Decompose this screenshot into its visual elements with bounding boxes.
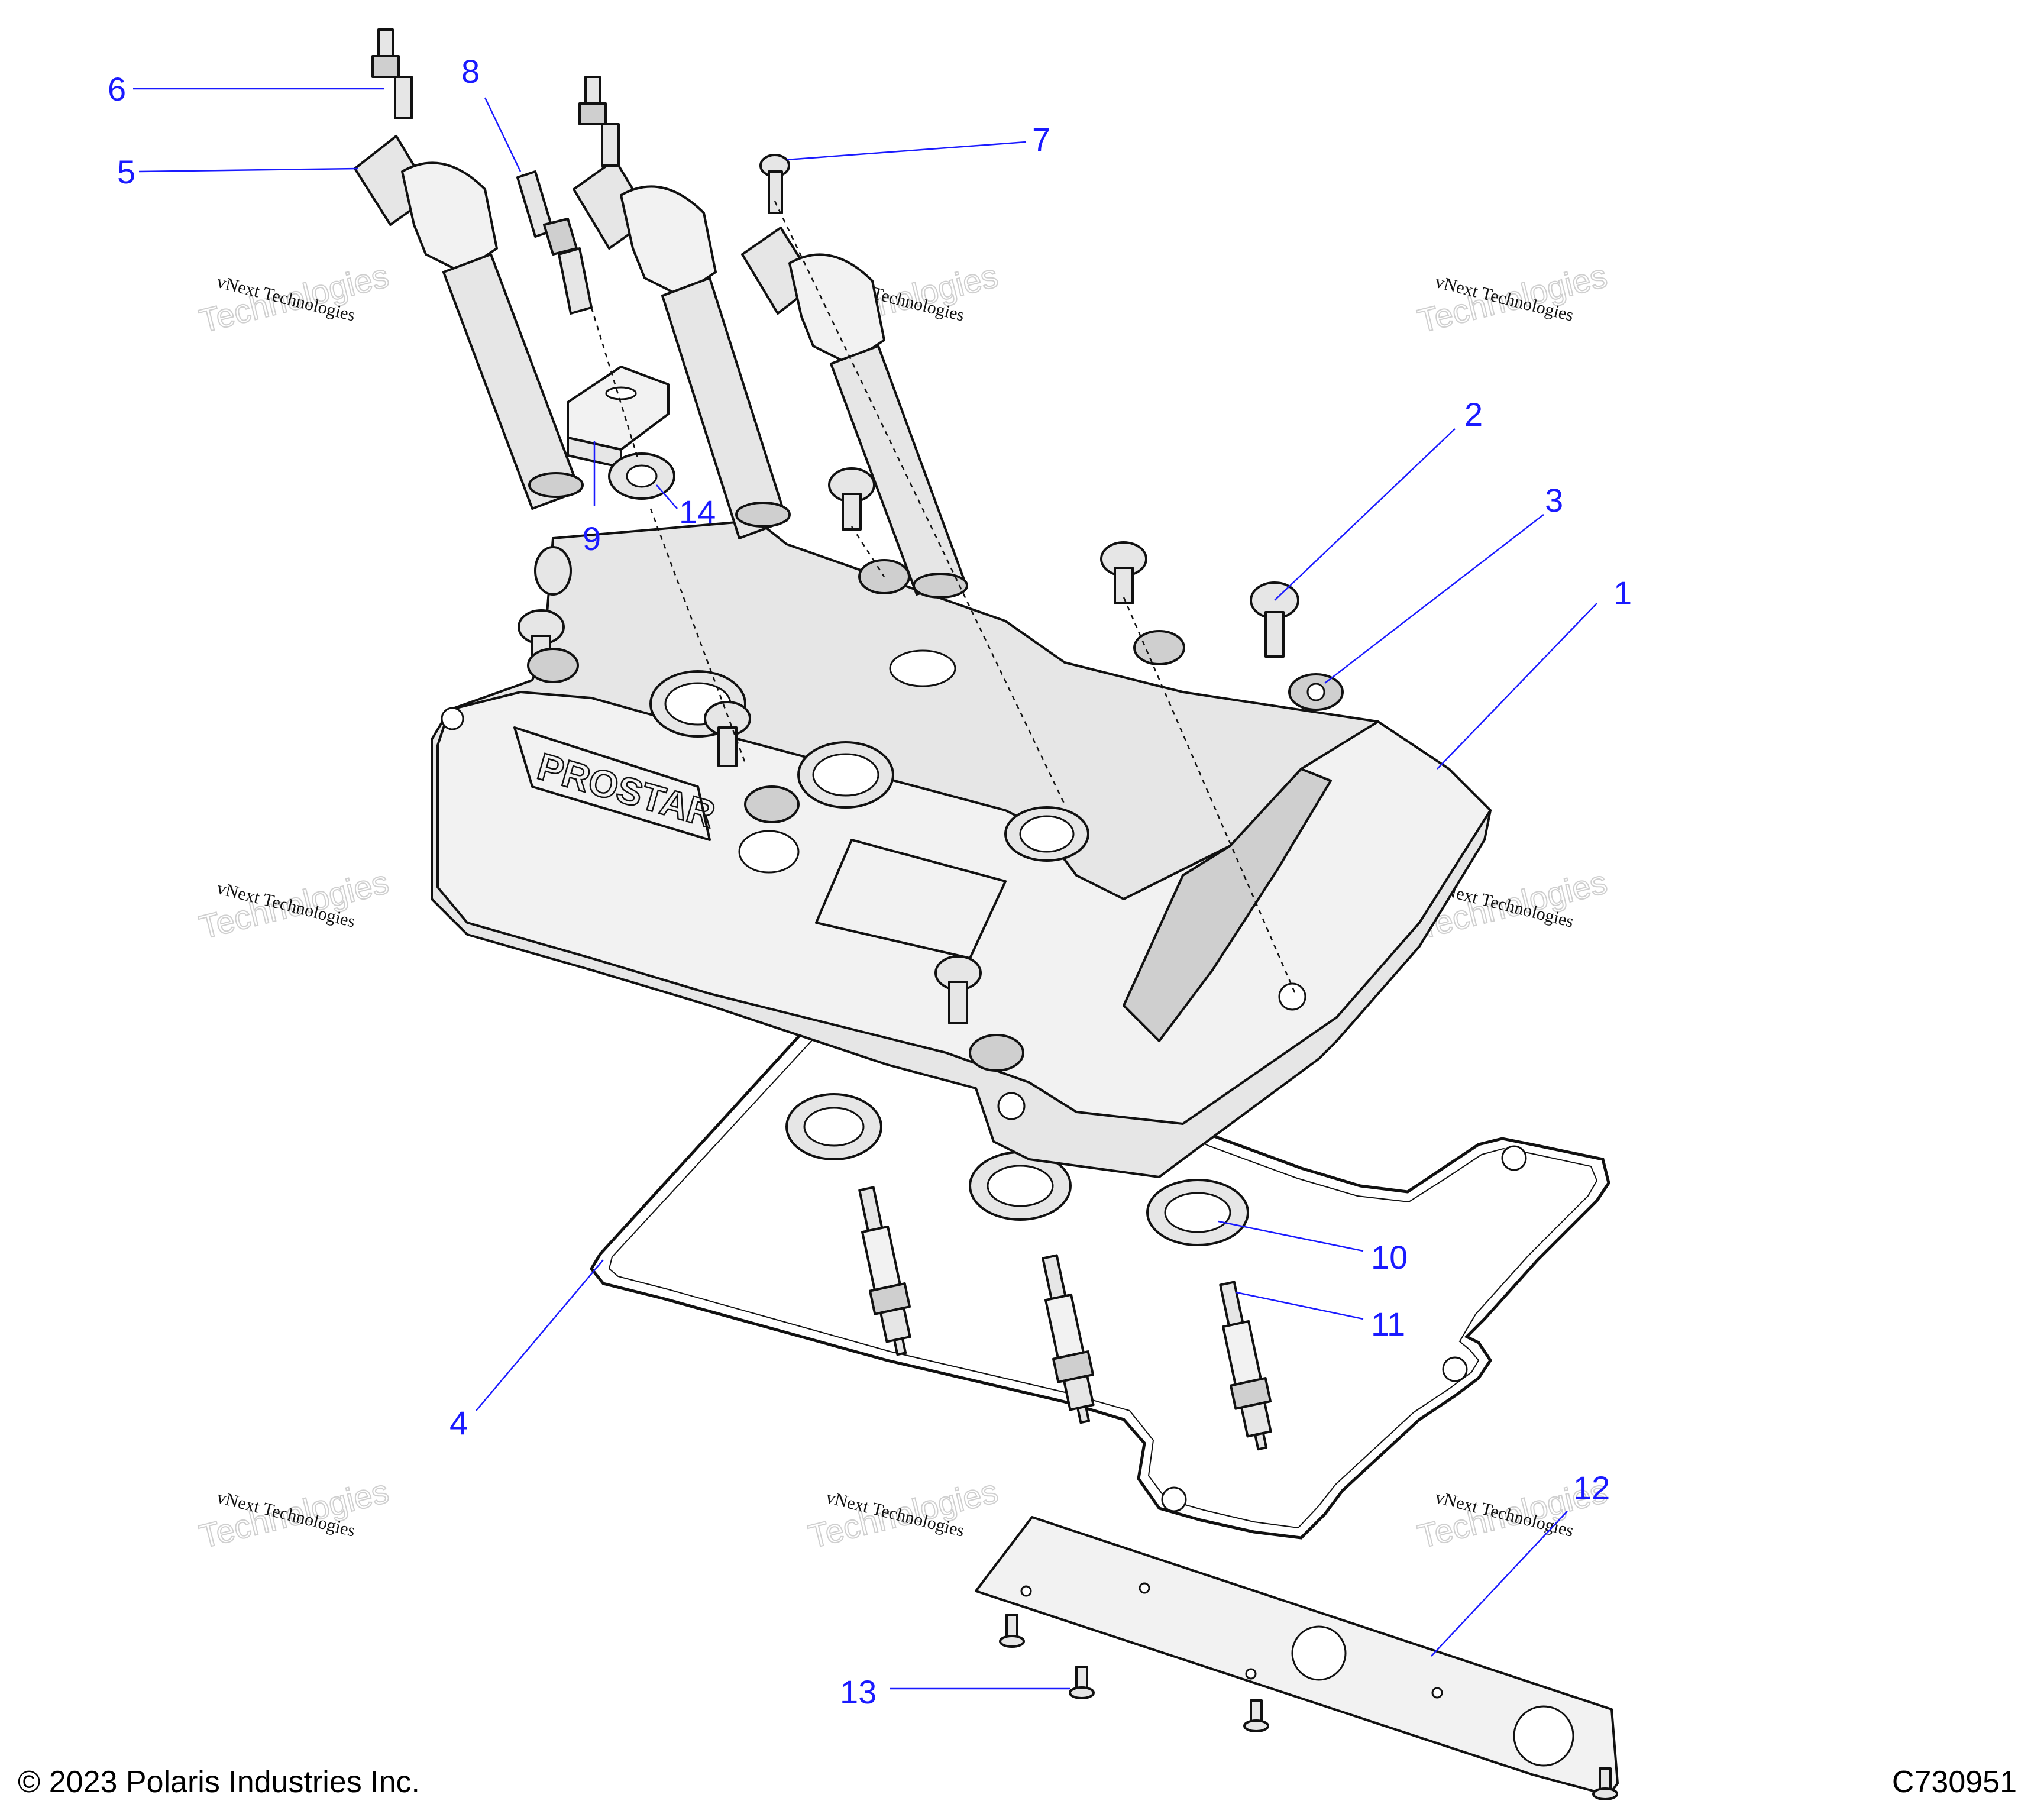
plate-screw-head (1069, 1686, 1095, 1699)
cover-bolt-assembly (934, 955, 1024, 1072)
coil-bolts (371, 28, 620, 167)
cover-logo-plate (513, 726, 711, 841)
plate-hole (1431, 1687, 1443, 1699)
leader-7 (786, 141, 1027, 161)
watermark: Technologies vNext Technologies (1414, 256, 1611, 340)
callout-label-9: 9 (583, 520, 601, 557)
cover-oil-port (738, 830, 800, 874)
cover-bolt-assembly (828, 467, 910, 594)
plug-tube-seal (1146, 1179, 1249, 1246)
leader-10 (1218, 1220, 1364, 1252)
callout-label-4: 4 (449, 1404, 468, 1441)
cover-bolt-assembly (1250, 581, 1344, 711)
leader-2 (1274, 428, 1456, 601)
cover-tube-opening (812, 753, 879, 797)
callout-label-14: 14 (679, 493, 716, 531)
spark-plug (1042, 1254, 1095, 1424)
callout-label-13: 13 (840, 1673, 877, 1711)
callout-label-12: 12 (1573, 1469, 1610, 1506)
leader-8 (484, 97, 522, 172)
callout-label-7: 7 (1032, 121, 1050, 158)
cover-bolt-assembly (704, 701, 800, 823)
ignition-coil (354, 135, 584, 510)
callout-label-11: 11 (1371, 1305, 1405, 1343)
plate-screws (999, 1614, 1618, 1800)
cover-bolt-boss (997, 1092, 1026, 1120)
cover-bolt-assembly (518, 609, 579, 683)
spark-plugs (858, 1186, 1272, 1451)
copyright-text: © 2023 Polaris Industries Inc. (18, 1765, 420, 1799)
cover-oil-port (889, 649, 956, 687)
spark-plug (1219, 1281, 1272, 1451)
leader-12 (1431, 1511, 1568, 1657)
callout-label-6: 6 (108, 70, 126, 108)
callout-label-5: 5 (117, 153, 135, 190)
leader-3 (1324, 514, 1544, 684)
gasket-plate (975, 1516, 1619, 1796)
plug-tube-seal (969, 1151, 1072, 1221)
leader-14 (656, 484, 678, 509)
gasket-bolt-hole (1161, 1486, 1187, 1512)
callout-labels: 1 2 3 4 5 6 7 8 9 10 11 12 13 14 (108, 53, 1632, 1711)
plate-hole (1020, 1585, 1032, 1597)
watermark: Technologies vNext Technologies (804, 1472, 1002, 1556)
ignition-coils (354, 135, 968, 599)
plate-hole (1139, 1582, 1150, 1594)
plug-tube-seal (785, 1093, 882, 1160)
leader-4 (476, 1259, 604, 1411)
alignment-lines (590, 201, 1296, 994)
coil-bolt (371, 28, 413, 119)
valve-cover-gasket (589, 1016, 1610, 1540)
leader-1 (1437, 603, 1597, 770)
cover-bolts-grommets (518, 467, 1344, 1072)
plate-screw-head (999, 1635, 1025, 1648)
callout-label-3: 3 (1545, 481, 1563, 519)
gasket-bolt-hole (1442, 1356, 1468, 1382)
valve-cover: PROSTAR (431, 519, 1492, 1178)
cover-bolt-boss (1278, 982, 1306, 1011)
watermark: Technologies vNext Technologies (195, 862, 393, 946)
cover-breather-nipple (534, 546, 572, 596)
callout-label-8: 8 (461, 53, 480, 90)
cover-bolt-boss (441, 707, 464, 730)
plate-hole (1513, 1705, 1574, 1767)
coil-bolt (578, 76, 620, 167)
leader-11 (1236, 1291, 1364, 1320)
callout-label-10: 10 (1371, 1239, 1408, 1276)
plate-hole (1245, 1668, 1257, 1680)
callout-leaders (133, 88, 1597, 1690)
plate-hole (1291, 1625, 1347, 1681)
ignition-coil (573, 159, 791, 539)
washer (608, 452, 675, 500)
leader-5 (138, 167, 358, 173)
watermark: Technologies vNext Technologies (195, 256, 393, 340)
callout-label-1: 1 (1613, 574, 1632, 612)
seal-cap (567, 366, 670, 468)
callout-label-2: 2 (1464, 396, 1483, 433)
cover-bolt-assembly (1100, 541, 1185, 665)
plug-tube-seals (785, 1093, 1249, 1246)
plate-screw-head (1243, 1719, 1269, 1732)
plate-screw-head (1592, 1787, 1618, 1800)
coil-screw (759, 154, 790, 214)
drawing-code: C730951 (1892, 1765, 2017, 1799)
watermark: Technologies vNext Technologies (195, 1472, 393, 1556)
spark-plug (858, 1186, 911, 1356)
cover-tube-opening (1019, 815, 1075, 853)
gasket-bolt-hole (1501, 1145, 1527, 1171)
